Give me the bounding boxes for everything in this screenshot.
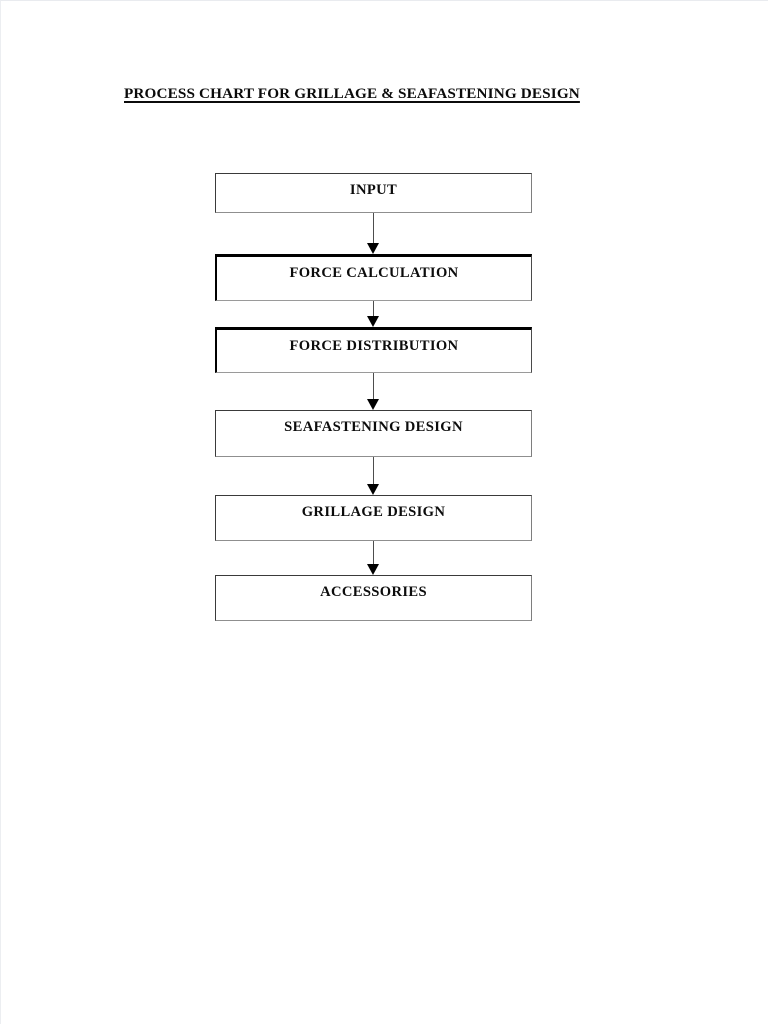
flow-node-label: FORCE CALCULATION: [289, 265, 459, 281]
flow-node-label: SEAFASTENING DESIGN: [284, 419, 463, 435]
arrowhead-down-icon: [367, 243, 379, 254]
flow-node-label: GRILLAGE DESIGN: [301, 504, 446, 520]
flow-node-grillage-design[interactable]: GRILLAGE DESIGN: [215, 495, 532, 541]
arrowhead-down-icon: [367, 399, 379, 410]
arrowhead-down-icon: [367, 564, 379, 575]
flow-arrow-grillage-design-to-accessories: [367, 541, 380, 575]
flow-node-label: INPUT: [349, 182, 398, 198]
flow-node-seafastening-design[interactable]: SEAFASTENING DESIGN: [215, 410, 532, 457]
flow-node-accessories[interactable]: ACCESSORIES: [215, 575, 532, 621]
arrowhead-down-icon: [367, 484, 379, 495]
flow-arrow-force-distribution-to-seafastening-design: [367, 373, 380, 410]
flow-node-label: ACCESSORIES: [320, 584, 427, 600]
flow-node-input[interactable]: INPUT: [215, 173, 532, 213]
flow-arrow-seafastening-design-to-grillage-design: [367, 457, 380, 495]
arrowhead-down-icon: [367, 316, 379, 327]
flow-node-force-calculation[interactable]: FORCE CALCULATION: [215, 254, 532, 301]
flow-arrow-force-calculation-to-force-distribution: [367, 301, 380, 327]
page-title: PROCESS CHART FOR GRILLAGE & SEAFASTENIN…: [124, 85, 580, 102]
flow-node-label: FORCE DISTRIBUTION: [289, 338, 459, 354]
flow-node-force-distribution[interactable]: FORCE DISTRIBUTION: [215, 327, 532, 373]
flow-arrow-input-to-force-calculation: [367, 213, 380, 254]
